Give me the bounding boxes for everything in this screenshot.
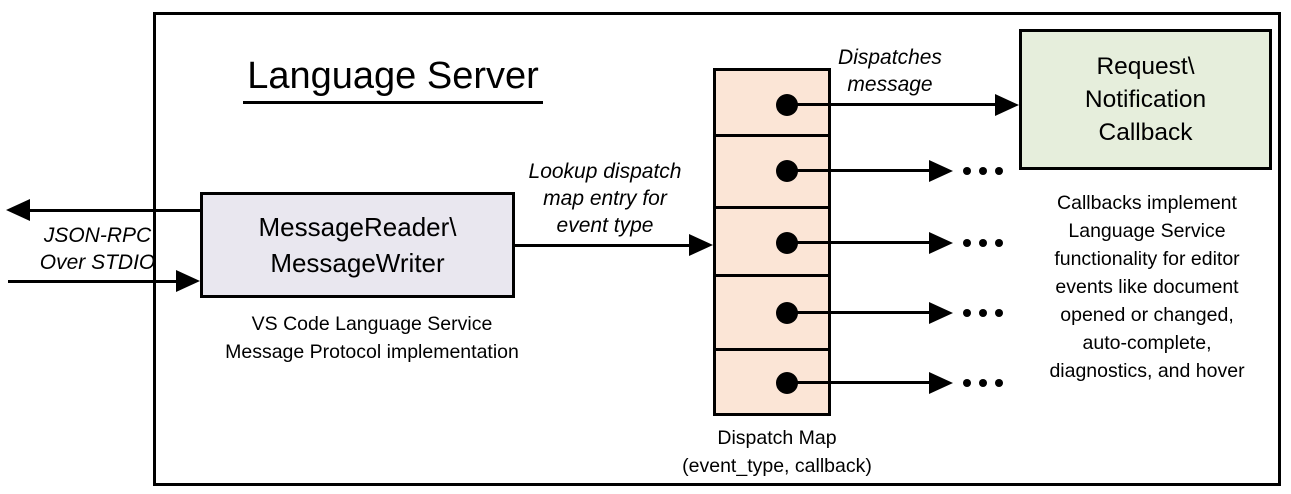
callback-box-line3: Callback — [1098, 119, 1193, 146]
dispatch-arrow-line — [787, 311, 931, 314]
dispatch-arrowhead-icon — [929, 232, 953, 254]
dispatch-arrowhead-icon — [929, 302, 953, 324]
dispatch-arrowhead-icon — [929, 160, 953, 182]
dispatch-arrow-line — [787, 381, 931, 384]
dispatch-arrowhead-icon — [929, 372, 953, 394]
stdio-out-arrowhead-icon — [6, 199, 30, 221]
dispatch-arrow-line — [787, 103, 997, 106]
callback-caption-line: diagnostics, and hover — [1049, 360, 1245, 382]
callback-box-line1: Request\ — [1096, 53, 1195, 80]
stdio-in-arrow-line — [8, 280, 180, 283]
ellipsis-icon — [963, 309, 1003, 317]
ellipsis-icon — [963, 239, 1003, 247]
dispatch-map-caption-line1: Dispatch Map — [717, 427, 837, 449]
lookup-arrow-line — [515, 244, 691, 247]
message-reader-writer-box: MessageReader\ MessageWriter — [200, 192, 515, 298]
ellipsis-icon — [963, 167, 1003, 175]
dispatches-label-line2: message — [847, 73, 933, 96]
callback-caption-line: Callbacks implement — [1057, 192, 1237, 214]
dispatch-arrowhead-icon — [995, 94, 1019, 116]
dispatch-map-row-divider — [713, 134, 831, 137]
dispatch-map-row-divider — [713, 206, 831, 209]
lookup-label-line2: map entry for — [543, 187, 667, 210]
reader-caption-line2: Message Protocol implementation — [225, 341, 519, 363]
jsonrpc-label-line1: JSON-RPC — [43, 224, 152, 247]
callback-caption-line: Language Service — [1068, 220, 1226, 242]
lookup-arrowhead-icon — [689, 234, 713, 256]
dispatch-arrow-line — [787, 169, 931, 172]
ellipsis-icon — [963, 379, 1003, 387]
callback-caption-line: auto-complete, — [1082, 332, 1212, 354]
stdio-in-arrowhead-icon — [176, 270, 200, 292]
stdio-out-arrow-line — [26, 209, 200, 212]
diagram-title: Language Server — [193, 55, 593, 104]
request-notification-callback-box: Request\ Notification Callback — [1019, 29, 1272, 170]
dispatch-map-caption-line2: (event_type, callback) — [682, 455, 872, 477]
callback-box-line2: Notification — [1084, 86, 1207, 113]
dispatch-map-row-divider — [713, 274, 831, 277]
lookup-label: Lookup dispatch map entry for event type — [515, 158, 695, 239]
callback-caption-line: opened or changed, — [1060, 304, 1234, 326]
callback-caption-line: events like document — [1055, 276, 1239, 298]
dispatch-arrow-line — [787, 241, 931, 244]
callback-caption-line: functionality for editor — [1054, 248, 1240, 270]
jsonrpc-label: JSON-RPC Over STDIO — [25, 222, 170, 276]
lookup-label-line3: event type — [556, 214, 654, 237]
reader-box-caption: VS Code Language Service Message Protoco… — [182, 310, 562, 366]
dispatch-map-row-divider — [713, 348, 831, 351]
dispatches-message-label: Dispatches message — [810, 44, 970, 98]
reader-box-line2: MessageWriter — [270, 248, 445, 278]
callback-caption: Callbacks implement Language Service fun… — [1022, 189, 1272, 385]
diagram-title-text: Language Server — [243, 55, 543, 104]
reader-caption-line1: VS Code Language Service — [251, 313, 493, 335]
dispatch-map-caption: Dispatch Map (event_type, callback) — [677, 424, 877, 480]
dispatches-label-line1: Dispatches — [838, 46, 942, 69]
lookup-label-line1: Lookup dispatch — [528, 160, 682, 183]
jsonrpc-label-line2: Over STDIO — [39, 251, 156, 274]
reader-box-line1: MessageReader\ — [258, 212, 457, 242]
